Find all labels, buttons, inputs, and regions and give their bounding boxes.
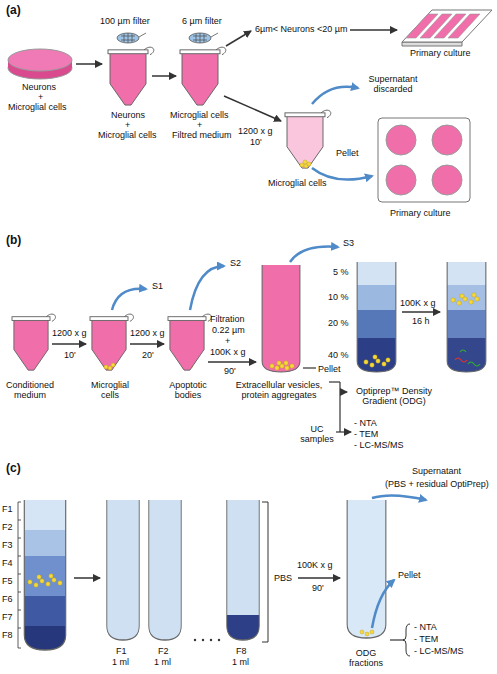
label: 1200 x g [130,328,165,338]
label: Primary culture [390,208,451,218]
label: Filtred medium [172,130,232,140]
label: S2 [230,258,241,268]
label: 40 % [328,350,349,360]
label: 90' [312,583,324,593]
label: 5 % [333,267,349,277]
label: 100 µm filter [100,16,150,26]
label: F3 [2,540,13,550]
label: Microglial cells [86,380,134,401]
label: F6 [2,594,13,604]
label: Conditioned medium [2,380,58,401]
label: + [197,120,202,130]
label: F1 [116,646,127,656]
label: Neurons [111,110,145,120]
label: 90' [224,366,236,376]
label: + [38,92,43,102]
label: ODG fractions [344,648,388,669]
label: - TEM [414,634,438,644]
label: F8 [236,646,247,656]
label: 100K x g [400,298,436,308]
label: Extracellular vesicles, protein aggregat… [224,380,334,401]
label: - NTA [354,418,377,428]
label: Pellet [318,364,341,374]
label: + [125,120,130,130]
panel-letter: (a) [6,4,21,18]
label: 16 h [412,316,430,326]
label: Supernatant discarded [362,74,424,95]
label: 100K x g [297,560,333,570]
label: F7 [2,612,13,622]
label: F2 [2,522,13,532]
label: 1200 x g [238,126,273,136]
label: 0.22 µm [212,325,245,335]
label: F1 [2,504,13,514]
panel-letter: (c) [6,462,21,476]
label: 10 % [328,292,349,302]
label: Pellet [336,148,359,158]
label: Microglial cells [268,178,327,188]
label: Microglial cells [8,102,67,112]
label: S1 [152,281,163,291]
label: - TEM [354,429,378,439]
label: Microglial cells [98,130,157,140]
label: - LC-MS/MS [354,440,404,450]
label: F2 [158,646,169,656]
label: 10' [64,350,76,360]
label: UC samples [298,424,336,445]
label: 20' [142,350,154,360]
label: 1 ml [112,657,129,667]
label: Optiprep™ Density Gradient (ODG) [348,386,440,407]
panel-letter: (b) [6,234,21,248]
label: 20 % [328,318,349,328]
label: - LC-MS/MS [414,646,464,656]
label: S3 [343,238,354,248]
label: F4 [2,558,13,568]
label: 6 µm filter [182,16,222,26]
label: 1 ml [154,657,171,667]
label: Apoptotic bodies [164,380,212,401]
label: Supernatant [412,466,461,476]
label: F5 [2,576,13,586]
label: Neurons [22,82,56,92]
label: 1 ml [232,657,249,667]
label: PBS [274,573,292,583]
label: Filtration [210,314,245,324]
label: (PBS + residual OptiPrep) [385,479,489,489]
label: 10' [250,137,262,147]
label: Pellet [398,570,421,580]
label: 100K x g [210,347,246,357]
label: F8 [2,630,13,640]
label: 1200 x g [52,328,87,338]
label: - NTA [414,622,437,632]
label: 6µm< Neurons <20 µm [255,24,347,34]
label: + [225,336,230,346]
label: Microglial cells [170,110,229,120]
label: Primary culture [410,48,471,58]
